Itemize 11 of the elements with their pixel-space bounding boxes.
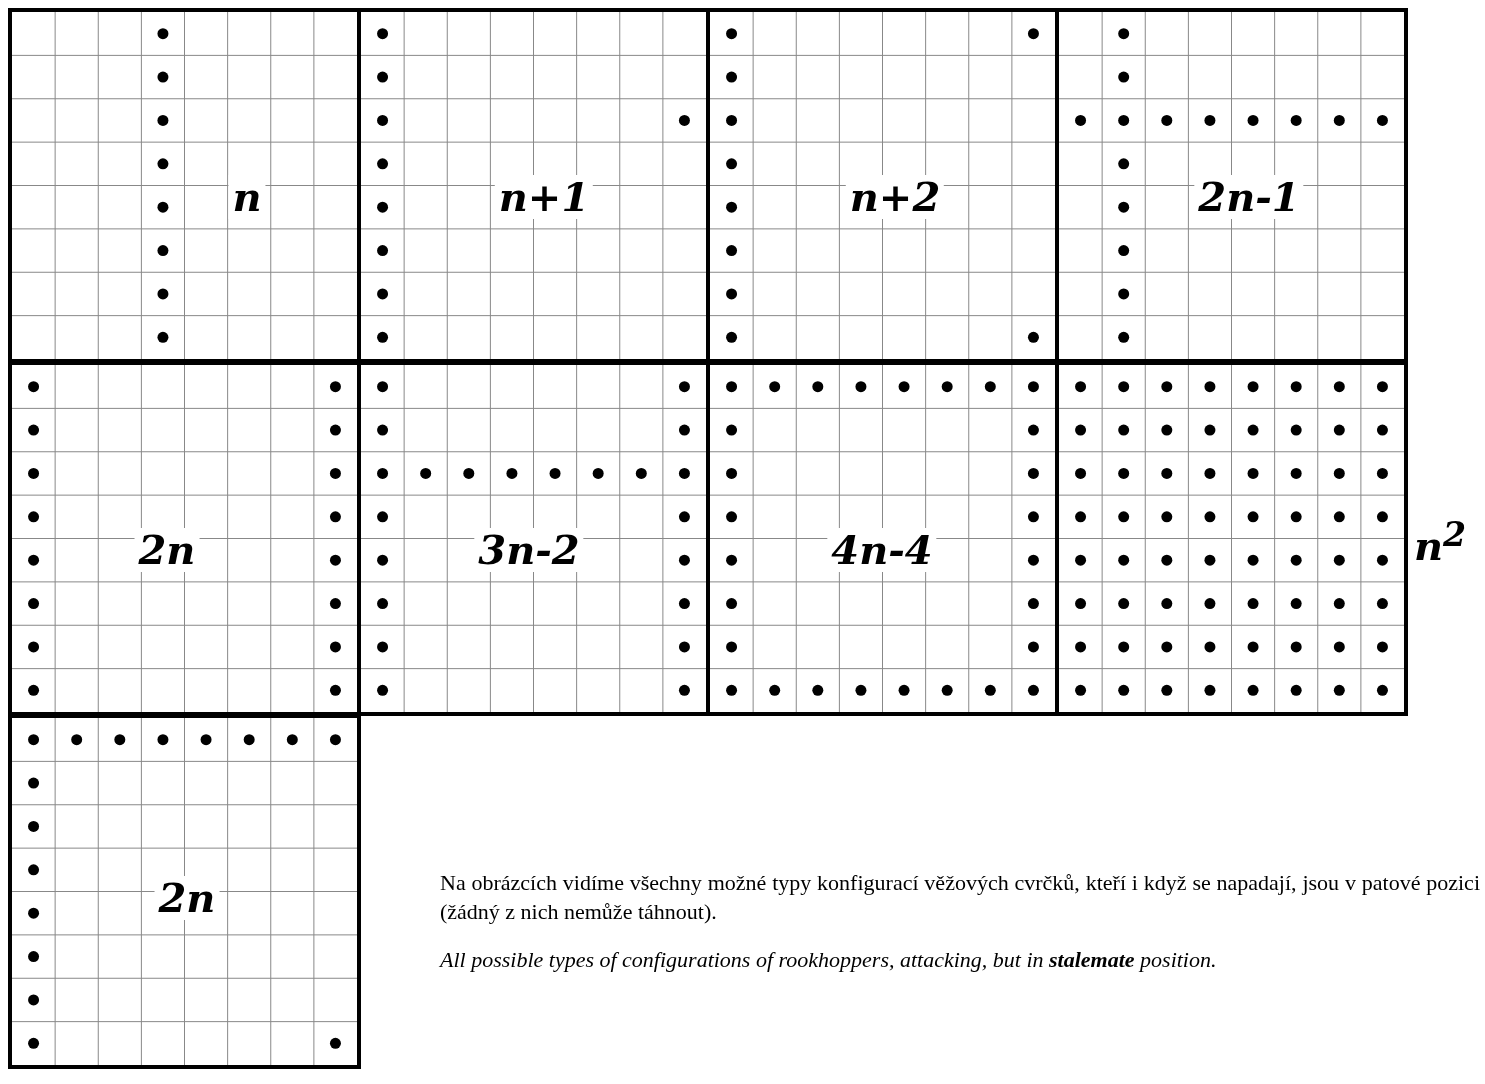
- formula-label: 2n: [154, 876, 220, 920]
- formula-label: 2n: [134, 528, 200, 572]
- formula-label: 3n-2: [474, 528, 584, 572]
- formula-label: 4n-4: [827, 528, 937, 572]
- formula-label: n$^{2}$: [1414, 515, 1467, 570]
- formula-label: n: [228, 175, 266, 219]
- description-paragraph: Na obrázcích vidíme všechny možné typy konfigurací věžových cvrčků, kteří i když se napadají, jsou v patové pozici (žádný z nich nemůže táhnout).: [440, 869, 1480, 926]
- formula-label: 2n-1: [1194, 175, 1304, 219]
- formula-label: n+2: [845, 175, 945, 219]
- description-paragraph: All possible types of configurations of rookhoppers, attacking, but in stalemate position.: [440, 946, 1218, 974]
- formula-label: n+1: [494, 175, 594, 219]
